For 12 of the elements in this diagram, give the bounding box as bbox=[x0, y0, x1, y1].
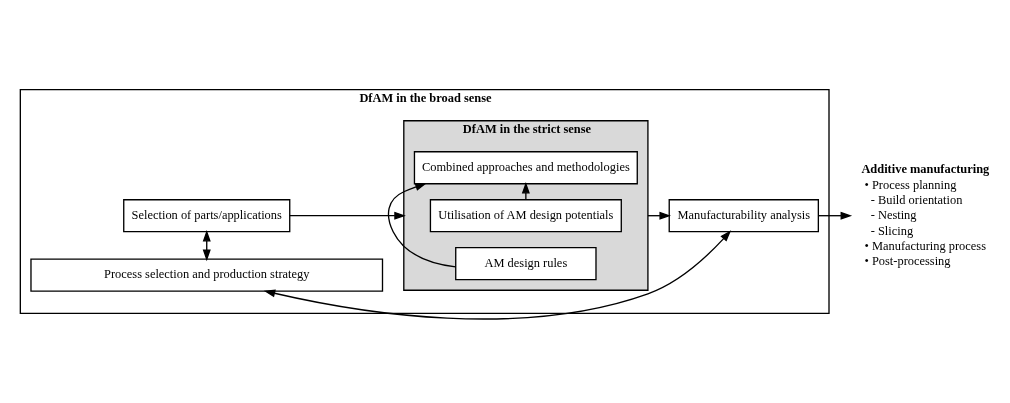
arrow bbox=[289, 211, 406, 220]
arrow bbox=[263, 230, 732, 320]
arrow bbox=[387, 183, 457, 268]
node-box: Utilisation of AM design potentials bbox=[429, 199, 622, 233]
arrow bbox=[817, 211, 853, 220]
node-box: Manufacturability analysis bbox=[668, 199, 819, 233]
node-box: AM design rules bbox=[455, 247, 597, 281]
node-box: Process selection and production strategy bbox=[30, 258, 384, 292]
node-box: Combined approaches and methodologies bbox=[413, 151, 638, 185]
node-text: Additive manufacturing • Process planning - Build orientation - Nesting - Slicing • Manufacturing process • Post-processing bbox=[861, 162, 990, 268]
node-box: Selection of parts/applications bbox=[123, 199, 291, 233]
arrow bbox=[521, 181, 530, 201]
